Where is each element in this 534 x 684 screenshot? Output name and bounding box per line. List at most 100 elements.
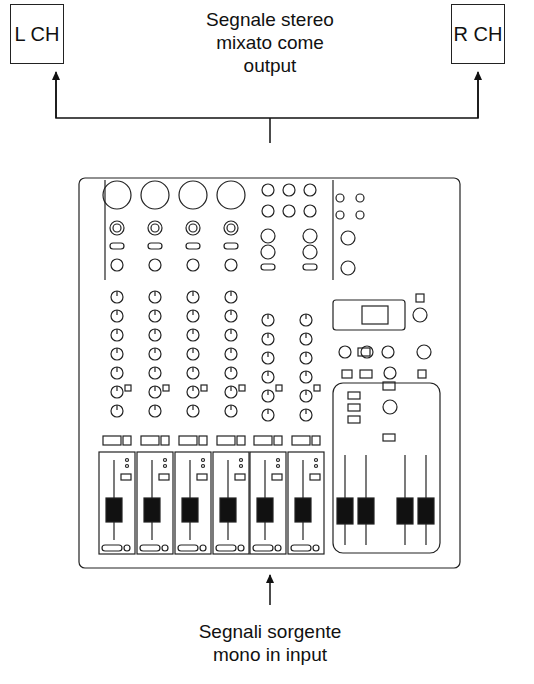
mixer-part [397, 498, 413, 524]
mixer-part [314, 385, 320, 391]
mixer-part [288, 452, 324, 554]
mixer-part [116, 329, 117, 334]
mixer-part [159, 474, 169, 480]
mixer-part [332, 180, 333, 280]
mixer-part [336, 211, 344, 219]
mixer-part [262, 390, 274, 402]
mixer-part [291, 545, 311, 551]
mixer-part [337, 498, 353, 524]
mixer-part [227, 224, 235, 232]
mixer-part [116, 386, 117, 391]
mixer-part [358, 348, 370, 356]
mixer-part [149, 310, 161, 322]
mixer-part [164, 465, 167, 468]
mixer-part [341, 231, 355, 245]
mixer-part [162, 545, 168, 551]
mixer-part [418, 498, 434, 524]
mixer-part [187, 386, 199, 398]
mixer-part [149, 367, 161, 379]
mixer-part [104, 180, 105, 280]
mixer-part [192, 310, 193, 315]
mixer-part [126, 459, 129, 462]
mixer-part [295, 498, 311, 522]
mixer-part [126, 465, 129, 468]
mixer-part [305, 352, 306, 357]
mixer-part [230, 367, 231, 372]
mixer-part [225, 310, 237, 322]
channel-label: R CH [454, 23, 503, 45]
mixer-part [267, 333, 268, 338]
mixer-part [103, 436, 121, 445]
mixer-part [383, 382, 395, 390]
mixer-part [111, 291, 123, 303]
mixer-part [144, 498, 160, 522]
mixer-part [274, 436, 282, 445]
mixer-part [99, 452, 135, 554]
mixer-part [187, 367, 199, 379]
mixer-part [192, 367, 193, 372]
mixer-part [383, 400, 397, 414]
mixer-part [199, 436, 207, 445]
mixer-part [106, 498, 122, 522]
mixer-part [116, 291, 117, 296]
mixer-part [262, 333, 274, 345]
mixer-part [239, 385, 245, 391]
mixer-part [179, 436, 197, 445]
mixer-part [113, 224, 121, 232]
mixer-part [304, 184, 316, 196]
mixer-part [178, 545, 198, 551]
mixer-part [154, 367, 155, 372]
mixer-part [292, 436, 310, 445]
mixer-part [305, 371, 306, 376]
mixer-part [267, 314, 268, 319]
mixer-part [224, 221, 238, 235]
mixer-part [272, 474, 282, 480]
mixer-part [179, 181, 207, 209]
channel-box: L CH [10, 4, 64, 64]
mixer-part [300, 352, 312, 364]
mixer-part [116, 405, 117, 410]
mixer-part [149, 259, 161, 271]
mixer-part [154, 310, 155, 315]
mixer-part [262, 314, 274, 326]
mixer-part [154, 348, 155, 353]
mixer-part [154, 291, 155, 296]
mixer-part [201, 385, 207, 391]
mixer-part [224, 243, 238, 249]
mixer-part [225, 386, 237, 398]
mixer-part [305, 314, 306, 319]
mixer-part [267, 371, 268, 376]
mixer-part [225, 329, 237, 341]
mixer-part [189, 224, 197, 232]
mixer-part [148, 221, 162, 235]
mixer-part [315, 459, 318, 462]
mixer-part [124, 545, 130, 551]
mixer-part [148, 243, 162, 249]
mixer-part [303, 229, 317, 243]
mixer-part [348, 404, 360, 411]
mixer-part [250, 452, 286, 554]
mixer-part [200, 545, 206, 551]
mixer-part [262, 371, 274, 383]
mixer-part [197, 474, 207, 480]
mixer-part [261, 229, 275, 243]
mixer-part [261, 245, 275, 259]
mixer-part [192, 386, 193, 391]
mixer-part [137, 452, 173, 554]
mixer-part [312, 436, 320, 445]
mixer-part [111, 348, 123, 360]
mixer-part [418, 370, 426, 378]
mixer-part [149, 405, 161, 417]
mixer-part [358, 498, 374, 524]
mixer-part [254, 436, 272, 445]
mixer-part [125, 385, 131, 391]
mixer-part [111, 310, 123, 322]
mixer-part [303, 264, 317, 270]
mixer-part [416, 294, 424, 302]
mixer-part [187, 310, 199, 322]
mixer-part [384, 367, 396, 379]
mixer-part [225, 405, 237, 417]
mixer-part [187, 291, 199, 303]
mixer-part [262, 352, 274, 364]
